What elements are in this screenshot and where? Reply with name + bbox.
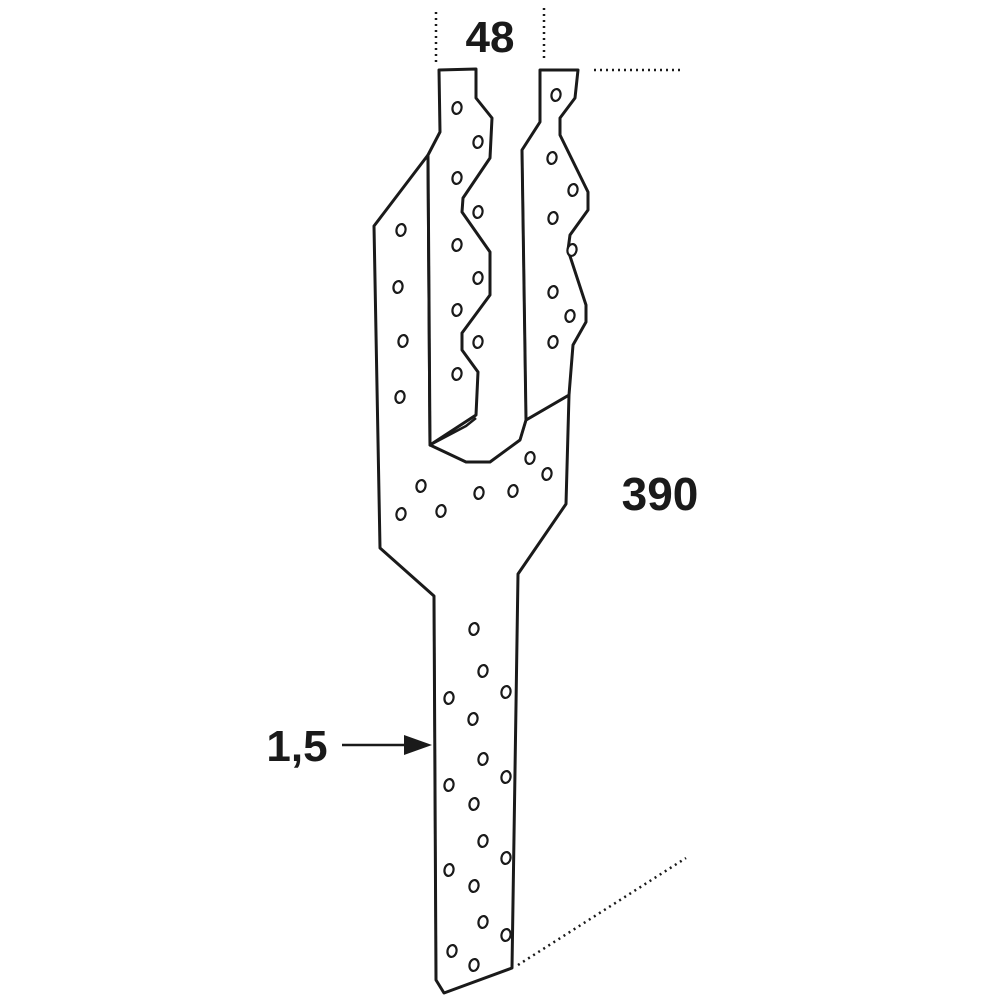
nail-hole (468, 621, 480, 637)
stem-edge (432, 595, 438, 981)
nail-hole (468, 796, 480, 812)
nail-hole (550, 87, 562, 103)
thickness-arrow (342, 735, 432, 755)
nail-hole (446, 943, 458, 959)
nail-hole (395, 222, 407, 238)
nail-hole (415, 478, 427, 494)
nail-hole (472, 334, 484, 350)
dimension-lines (434, 8, 687, 967)
slot-fold (429, 417, 528, 447)
nail-hole (500, 684, 512, 700)
nail-hole (547, 210, 559, 226)
nail-hole (546, 150, 558, 166)
thickness-arrow-head (404, 735, 432, 755)
nail-holes (392, 87, 579, 973)
nail-hole (547, 334, 559, 350)
thickness-dimension-label: 1,5 (266, 722, 327, 771)
nail-hole (524, 450, 536, 466)
height-extension-bottom (517, 856, 687, 967)
fork-plate (372, 153, 571, 995)
nail-hole (435, 503, 447, 519)
nail-hole (394, 389, 406, 405)
nail-hole (443, 777, 455, 793)
nail-hole (472, 204, 484, 220)
nail-hole (451, 237, 463, 253)
nail-hole (451, 302, 463, 318)
nail-hole (467, 711, 479, 727)
nail-hole (392, 279, 404, 295)
nail-hole (443, 862, 455, 878)
nail-hole (472, 134, 484, 150)
right-tab-side (520, 149, 528, 421)
nail-hole (500, 927, 512, 943)
strap-body (372, 67, 590, 995)
nail-hole (567, 182, 579, 198)
nail-hole (443, 690, 455, 706)
nail-hole (468, 957, 480, 973)
right-tab (520, 68, 590, 422)
nail-hole (500, 850, 512, 866)
nail-hole (477, 914, 489, 930)
left-tab-side (426, 154, 432, 446)
nail-hole (477, 833, 489, 849)
nail-hole (397, 333, 409, 349)
left-tab (426, 67, 494, 447)
nail-hole (468, 878, 480, 894)
nail-hole (541, 466, 553, 482)
nail-hole (473, 485, 485, 501)
nail-hole (451, 366, 463, 382)
nail-hole (395, 506, 407, 522)
nail-hole (472, 270, 484, 286)
nail-hole (451, 100, 463, 116)
width-dimension-label: 48 (466, 13, 515, 62)
nail-hole (507, 483, 519, 499)
nail-hole (451, 170, 463, 186)
nail-hole (477, 663, 489, 679)
height-dimension-label: 390 (622, 468, 699, 520)
nail-hole (477, 751, 489, 767)
nail-hole (547, 284, 559, 300)
nail-hole (564, 308, 576, 324)
nail-hole (566, 242, 578, 258)
nail-hole (500, 769, 512, 785)
